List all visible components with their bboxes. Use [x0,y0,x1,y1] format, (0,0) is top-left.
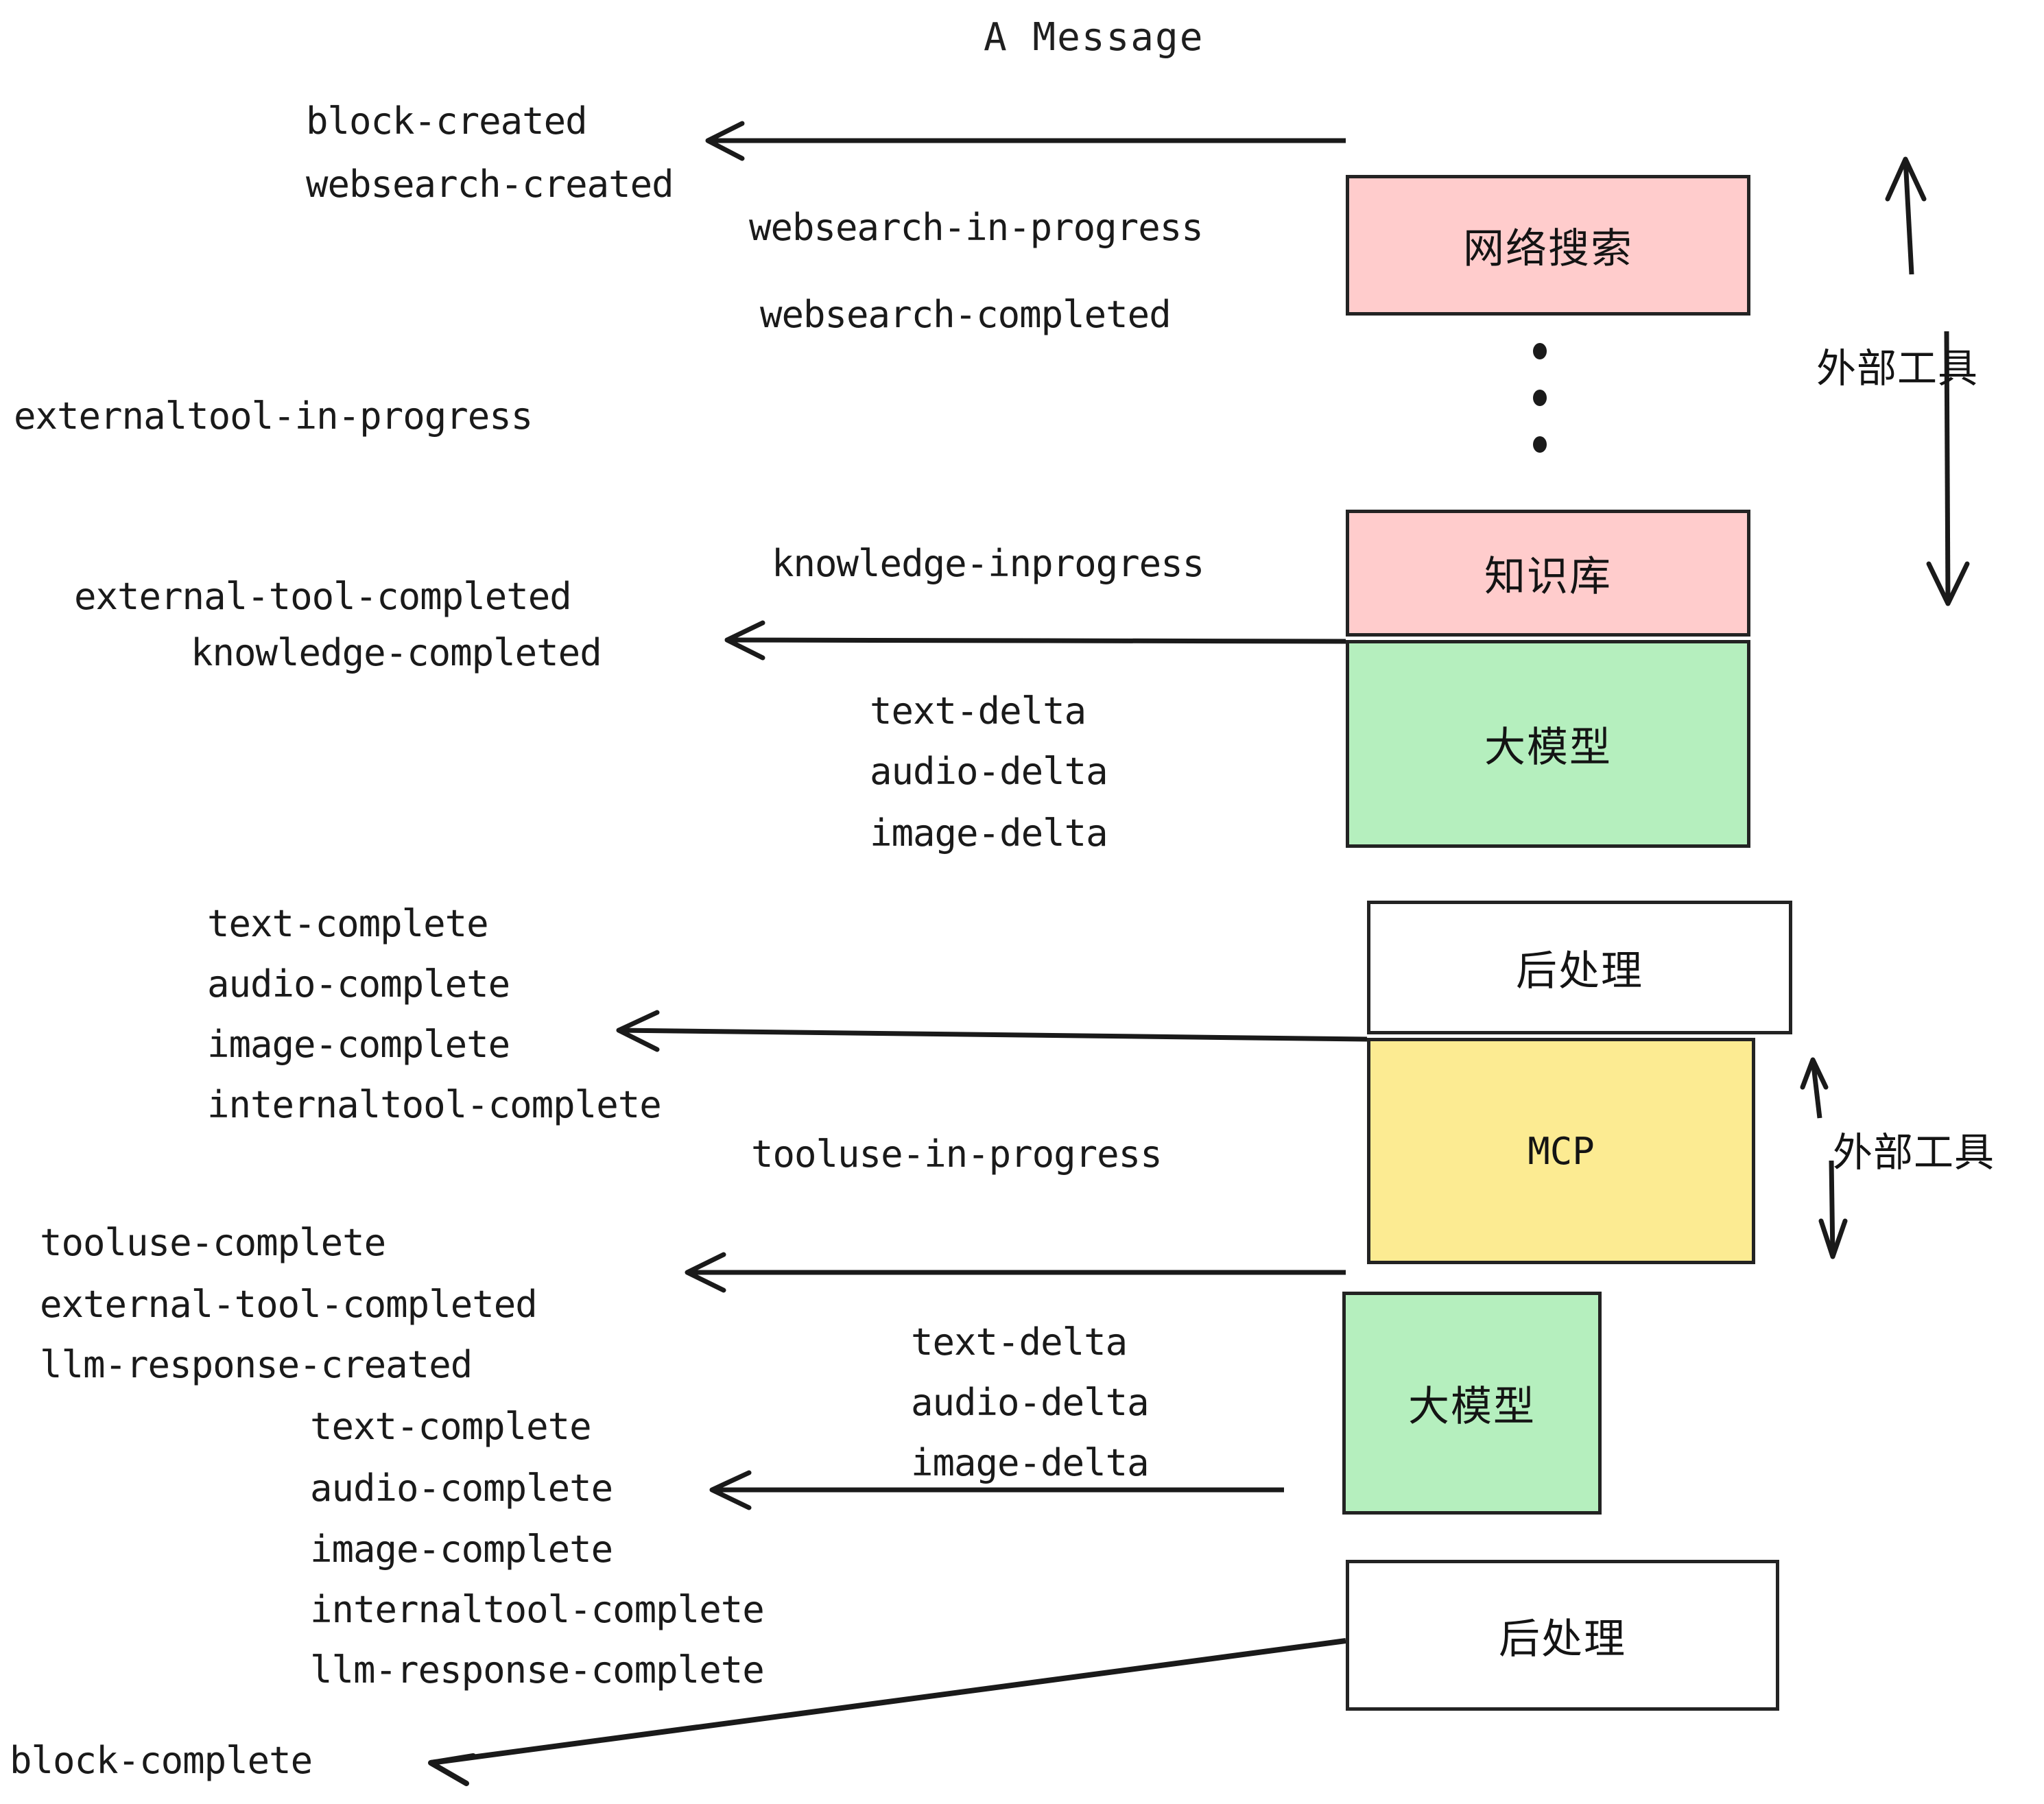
arrow-external-tools-bottom-up [1800,1057,1829,1119]
event-external-tool-completed-1: external-tool-completed [74,575,572,618]
event-image-delta-2: image-delta [911,1441,1150,1484]
event-externaltool-in-progress: externaltool-in-progress [14,394,533,438]
group-label-external-tools-top: 外部工具 [1816,336,1978,394]
group-label-external-tools-bottom: 外部工具 [1833,1120,1995,1178]
node-llm-2-label: 大模型 [1408,1383,1536,1431]
event-websearch-in-progress: websearch-in-progress [749,206,1204,249]
event-audio-delta-2: audio-delta [911,1381,1150,1424]
event-knowledge-completed: knowledge-completed [191,631,602,674]
arrow-postproc1-to-image-complete [616,1010,1368,1052]
event-tooluse-complete: tooluse-complete [40,1221,386,1264]
event-websearch-completed: websearch-completed [760,293,1172,336]
event-image-complete-2: image-complete [310,1528,613,1571]
event-audio-delta-1: audio-delta [870,750,1108,793]
arrow-websearch-to-block-created [705,121,1346,161]
event-tooluse-in-progress: tooluse-in-progress [751,1132,1163,1176]
node-postprocess-2-label: 后处理 [1499,1615,1626,1663]
node-llm-2[interactable]: 大模型 [1342,1292,1602,1515]
node-postprocess-2[interactable]: 后处理 [1346,1560,1779,1711]
ellipsis-dot [1533,343,1547,359]
node-mcp-label: MCP [1528,1129,1595,1173]
node-websearch-label: 网络搜索 [1463,225,1633,273]
node-knowledge-label: 知识库 [1484,553,1612,601]
event-websearch-created: websearch-created [306,163,674,206]
event-image-complete-1: image-complete [207,1023,510,1066]
event-text-complete-2: text-complete [310,1405,592,1448]
node-websearch[interactable]: 网络搜索 [1346,175,1750,316]
vertical-ellipsis-icon [1532,343,1547,453]
group-label-text: 外部工具 [1816,345,1979,392]
event-image-delta-1: image-delta [870,811,1108,855]
event-text-delta-2: text-delta [911,1320,1128,1364]
event-internaltool-complete-1: internaltool-complete [207,1083,662,1126]
node-postprocess-1-label: 后处理 [1516,947,1643,995]
node-knowledge[interactable]: 知识库 [1346,510,1750,637]
group-label-text: 外部工具 [1833,1129,1995,1176]
event-external-tool-completed-2: external-tool-completed [40,1283,538,1326]
event-text-delta-1: text-delta [870,689,1086,733]
event-block-complete: block-complete [10,1739,313,1782]
node-mcp[interactable]: MCP [1367,1038,1755,1264]
page-title: A Message [984,15,1204,60]
event-audio-complete-2: audio-complete [310,1467,613,1510]
event-text-complete-1: text-complete [207,902,489,945]
event-knowledge-inprogress: knowledge-inprogress [772,542,1204,585]
event-block-created: block-created [306,99,588,143]
event-audio-complete-1: audio-complete [207,962,510,1006]
arrow-mcp-to-tooluse-complete [685,1252,1346,1293]
node-llm-1-label: 大模型 [1484,724,1612,772]
node-llm-1[interactable]: 大模型 [1346,640,1750,848]
arrow-external-tools-top-up [1885,156,1927,275]
event-internaltool-complete-2: internaltool-complete [310,1588,765,1631]
node-postprocess-1[interactable]: 后处理 [1367,901,1792,1034]
event-llm-response-created: llm-response-created [40,1343,473,1386]
ellipsis-dot [1533,436,1547,453]
ellipsis-dot [1533,390,1547,406]
event-llm-response-complete: llm-response-complete [310,1648,765,1692]
arrow-knowledge-to-knowledge-completed [724,620,1346,661]
